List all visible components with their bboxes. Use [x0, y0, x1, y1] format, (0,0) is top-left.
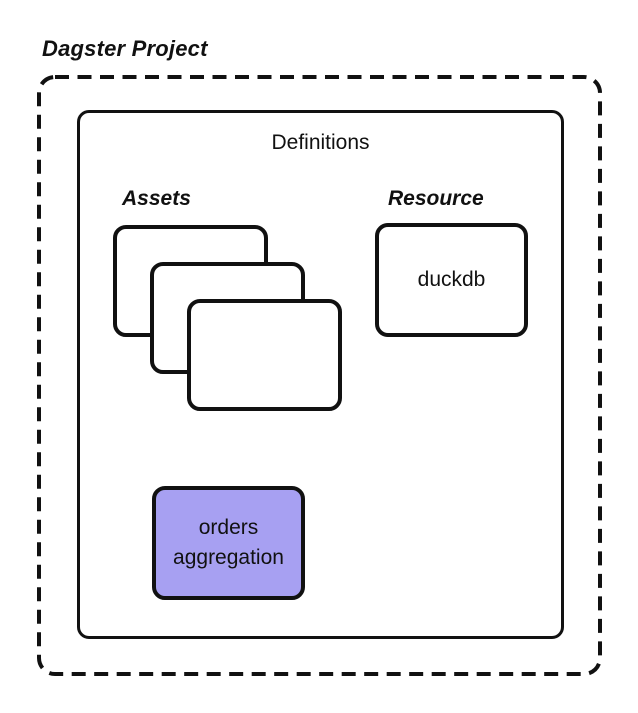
- asset-node-orders-aggregation: orders aggregation: [152, 486, 305, 600]
- resource-group-label: Resource: [388, 187, 484, 210]
- resource-card-duckdb: duckdb: [375, 223, 528, 337]
- definitions-label: Definitions: [271, 131, 370, 154]
- asset-card-front: [187, 299, 342, 411]
- diagram-title: Dagster Project: [42, 36, 208, 61]
- assets-group-label: Assets: [122, 187, 191, 210]
